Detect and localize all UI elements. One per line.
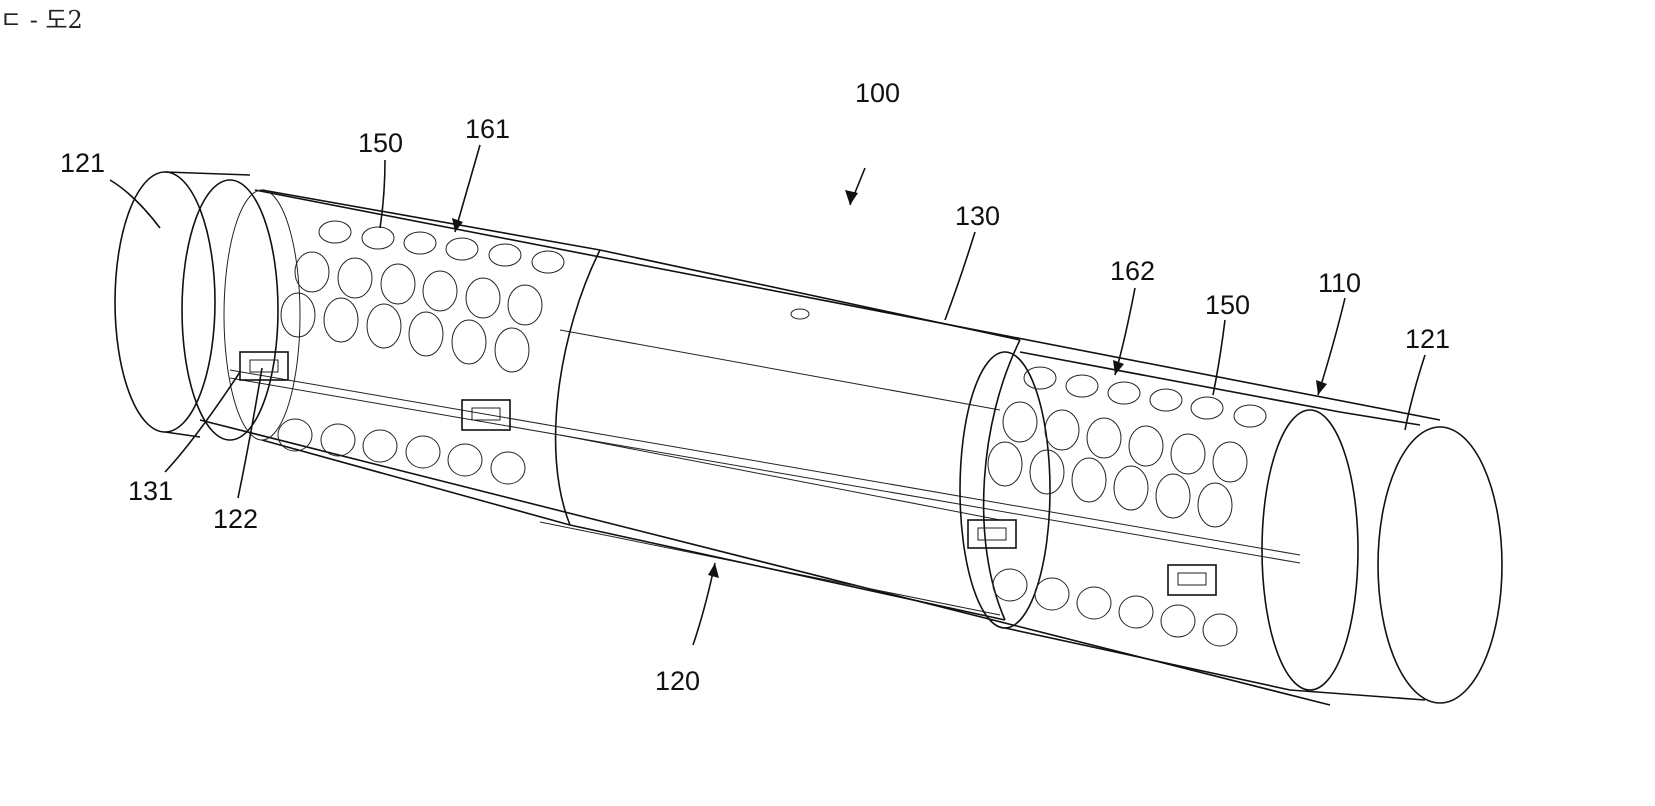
label-150-right: 150 [1205, 290, 1250, 320]
left-end-cap [115, 172, 278, 440]
left-holes [278, 221, 564, 484]
leader-lines [110, 145, 1425, 645]
right-end-cap [1262, 410, 1502, 703]
label-100: 100 [855, 78, 900, 108]
label-120: 120 [655, 666, 700, 696]
label-130: 130 [955, 201, 1000, 231]
label-122: 122 [213, 504, 258, 534]
label-121-left: 121 [60, 148, 105, 178]
label-131: 131 [128, 476, 173, 506]
label-110: 110 [1318, 268, 1361, 298]
label-162: 162 [1110, 256, 1155, 286]
right-perforated-sleeve [960, 352, 1340, 690]
label-161: 161 [465, 114, 510, 144]
tube-body [200, 190, 1440, 705]
label-150-left: 150 [358, 128, 403, 158]
label-121-right: 121 [1405, 324, 1450, 354]
left-perforated-sleeve [224, 190, 600, 525]
